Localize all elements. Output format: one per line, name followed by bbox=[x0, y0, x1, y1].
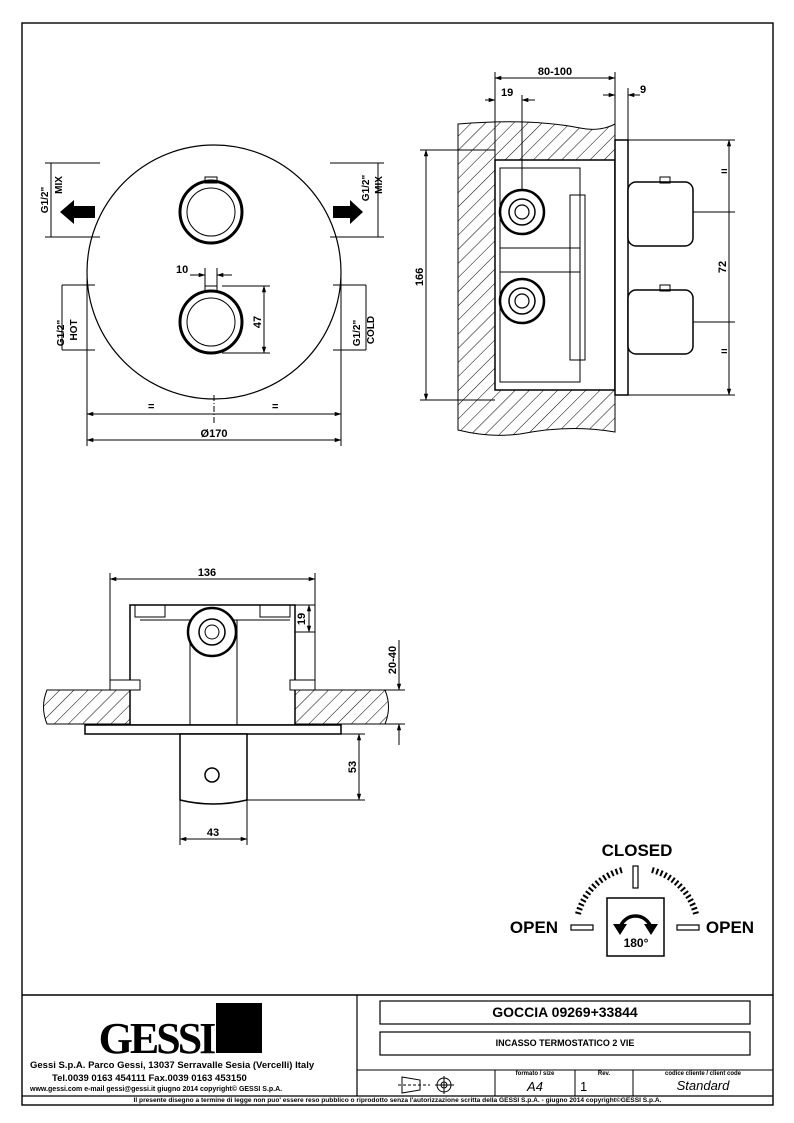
dim-width: 136 bbox=[198, 567, 216, 579]
dim-depth: 80-100 bbox=[538, 66, 572, 78]
product-title: GOCCIA 09269+33844 bbox=[492, 1004, 638, 1020]
company-phone: Tel.0039 0163 454111 Fax.0039 0163 45315… bbox=[52, 1073, 247, 1084]
port-bottom-left-label: G1/2" bbox=[56, 320, 67, 347]
rotate-arrow-icon bbox=[618, 914, 653, 929]
open-right-label: OPEN bbox=[706, 918, 754, 937]
company-web: www.gessi.com e-mail gessi@gessi.it giug… bbox=[30, 1086, 283, 1093]
outlet-fitting-plan bbox=[186, 606, 238, 658]
dim-height: 166 bbox=[414, 268, 426, 286]
port-top-left-sub: MIX bbox=[54, 176, 65, 194]
open-left-label: OPEN bbox=[510, 918, 558, 937]
client-value: Standard bbox=[676, 1078, 730, 1093]
side-knob-bottom bbox=[627, 289, 694, 355]
format-value: A4 bbox=[527, 1079, 543, 1094]
svg-text:=: = bbox=[721, 166, 727, 178]
dim-offset: 19 bbox=[501, 87, 513, 99]
legal-disclaimer: Il presente disegno a termine di legge n… bbox=[133, 1097, 662, 1104]
rev-value: 1 bbox=[580, 1079, 588, 1094]
svg-text:=: = bbox=[148, 401, 154, 413]
gessi-logo-square bbox=[216, 1003, 262, 1053]
port-bottom-left-sub: HOT bbox=[69, 319, 80, 340]
dim-knob: 47 bbox=[252, 316, 264, 328]
port-top-right-sub: MIX bbox=[374, 176, 385, 194]
plan-view: 136 19 20-40 53 43 bbox=[43, 567, 405, 845]
cover-plate-side bbox=[614, 139, 629, 396]
svg-text:=: = bbox=[721, 346, 727, 358]
top-knob bbox=[178, 179, 244, 245]
dim-wall: 20-40 bbox=[387, 646, 399, 674]
side-knob-top bbox=[627, 181, 694, 247]
dim-diameter: Ø170 bbox=[201, 428, 228, 440]
left-flow-arrow-icon bbox=[60, 200, 95, 224]
front-view: G1/2" MIX G1/2" MIX G1/2" HOT G1/2" COLD… bbox=[40, 144, 385, 446]
format-label: formato / size bbox=[515, 1071, 555, 1077]
dim-protrusion: 53 bbox=[347, 761, 359, 773]
rotation-legend: CLOSED OPEN OPEN 180° bbox=[510, 841, 754, 957]
angle-label: 180° bbox=[624, 936, 649, 950]
port-bottom-right-label: G1/2" bbox=[352, 320, 363, 347]
open-arc-left bbox=[575, 867, 623, 915]
open-arc-right bbox=[651, 867, 699, 915]
closed-marker bbox=[632, 865, 639, 889]
dim-plan-top: 19 bbox=[296, 613, 308, 625]
projection-symbol-icon bbox=[398, 1076, 454, 1094]
rough-in-box bbox=[494, 159, 616, 391]
sheet-border bbox=[21, 22, 774, 1106]
product-subtitle: INCASSO TERMOSTATICO 2 VIE bbox=[495, 1038, 635, 1048]
title-block: GESSI bbox=[22, 994, 773, 1097]
knob-plan bbox=[179, 733, 248, 805]
dim-knob-width: 43 bbox=[207, 827, 219, 839]
closed-label: CLOSED bbox=[602, 841, 673, 860]
side-view: 80-100 19 9 166 = = 72 bbox=[414, 66, 735, 436]
outlet-fitting-bottom bbox=[498, 277, 546, 325]
port-bottom-right-sub: COLD bbox=[366, 316, 377, 344]
svg-text:=: = bbox=[272, 401, 278, 413]
dim-plate: 9 bbox=[640, 84, 646, 96]
company-address: Gessi S.p.A. Parco Gessi, 13037 Serraval… bbox=[30, 1060, 315, 1071]
cover-plate-plan bbox=[84, 724, 342, 735]
client-label: codice cliente / client code bbox=[664, 1071, 742, 1077]
right-flow-arrow-icon bbox=[333, 200, 363, 224]
rev-label: Rev. bbox=[597, 1071, 611, 1077]
bottom-knob bbox=[178, 289, 244, 355]
gessi-logo: GESSI bbox=[99, 1014, 216, 1063]
dim-spacing: 72 bbox=[717, 261, 729, 273]
dim-spindle: 10 bbox=[176, 264, 188, 276]
port-top-right-label: G1/2" bbox=[361, 175, 372, 202]
port-top-left-label: G1/2" bbox=[40, 187, 51, 214]
